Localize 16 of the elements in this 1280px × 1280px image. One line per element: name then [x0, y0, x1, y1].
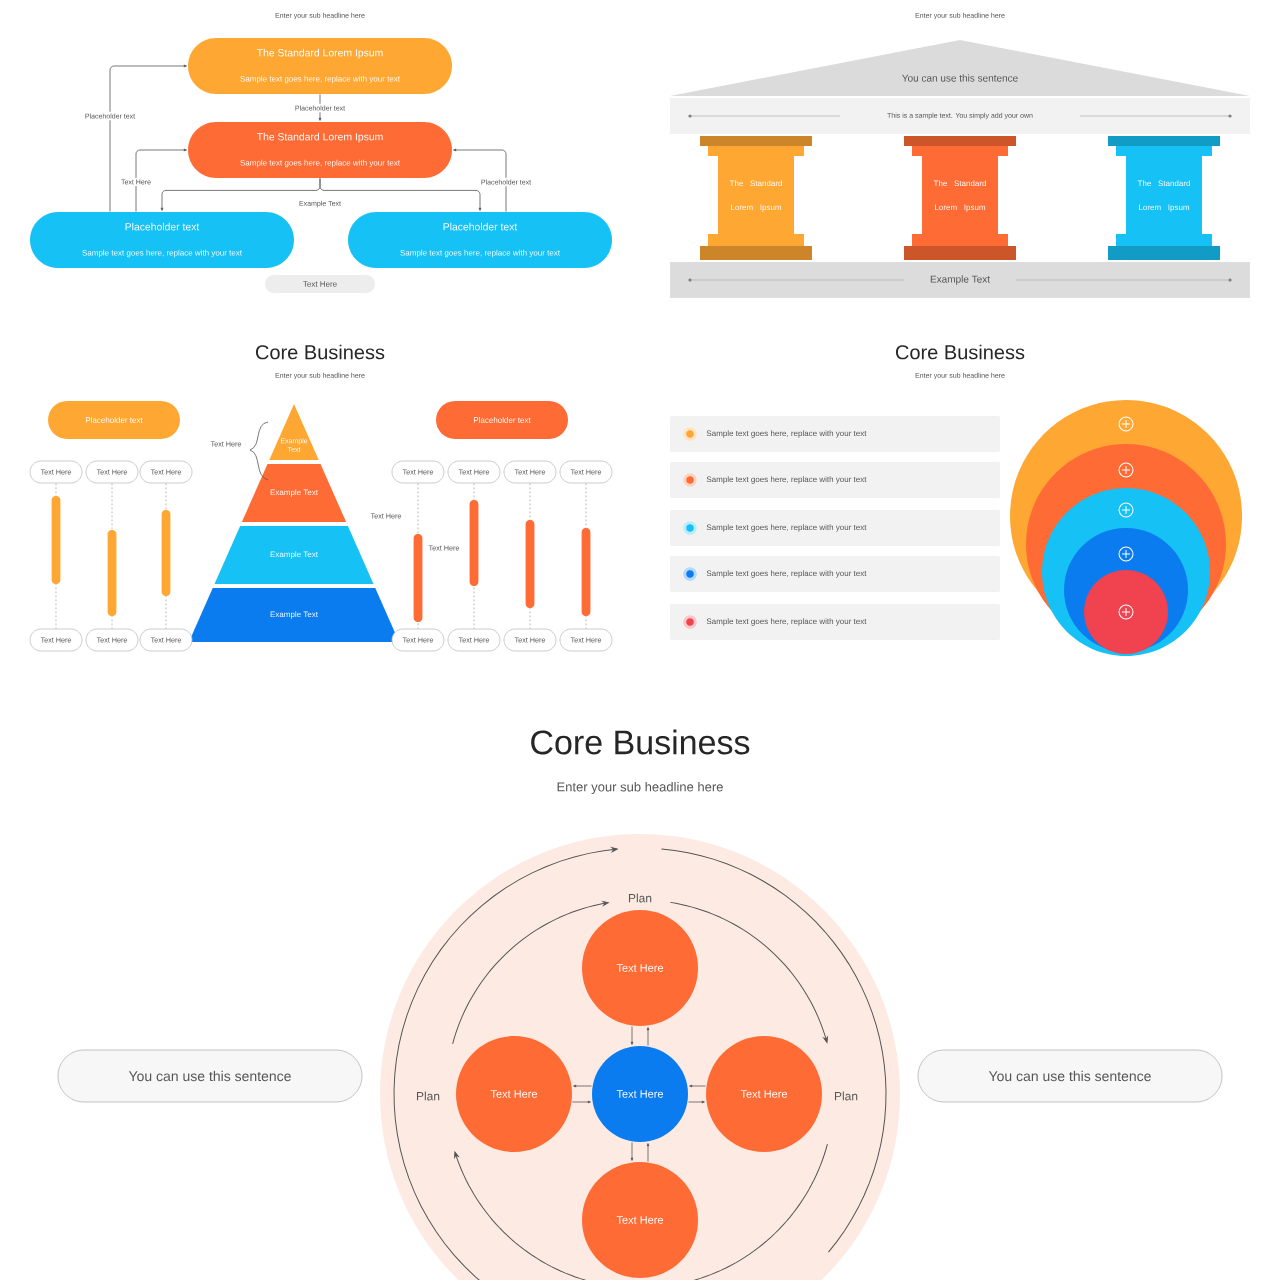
- arrow: [630, 1142, 634, 1161]
- heading: Core Business: [531, 729, 750, 755]
- arrow: [689, 1084, 706, 1088]
- arrow: [109, 64, 187, 212]
- heading: Core Business: [256, 344, 385, 360]
- arrow: [318, 93, 322, 121]
- arrow: [453, 148, 507, 212]
- arrow: [688, 1100, 705, 1104]
- arrow: [573, 1084, 592, 1088]
- arrow: [646, 1027, 650, 1046]
- heading: Core Business: [896, 344, 1025, 360]
- arrow: [319, 178, 482, 211]
- arrow: [630, 1026, 634, 1045]
- arrow: [572, 1100, 591, 1104]
- arrow: [135, 148, 187, 212]
- arrow: [646, 1143, 650, 1162]
